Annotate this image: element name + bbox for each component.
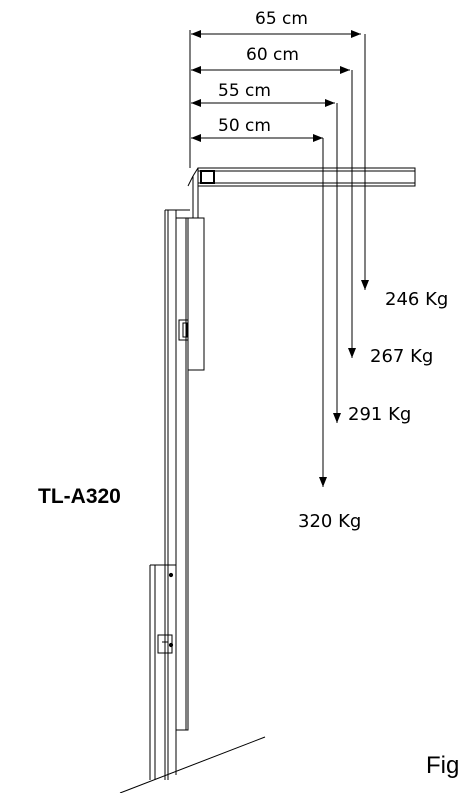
load-label-291: 291 Kg bbox=[348, 404, 411, 425]
load-label-246: 246 Kg bbox=[385, 289, 448, 310]
dimension-label-55: 55 cm bbox=[218, 81, 271, 101]
boom-arm bbox=[197, 167, 416, 187]
dimension-label-50: 50 cm bbox=[218, 116, 271, 136]
mast bbox=[149, 167, 205, 780]
floor-line bbox=[119, 736, 266, 793]
model-label: TL-A320 bbox=[38, 485, 121, 508]
dimension-label-65: 65 cm bbox=[255, 9, 308, 29]
load-label-267: 267 Kg bbox=[370, 346, 433, 367]
figure-caption: Fig bbox=[426, 752, 460, 779]
load-label-320: 320 Kg bbox=[298, 511, 361, 532]
dimension-label-60: 60 cm bbox=[246, 45, 299, 65]
